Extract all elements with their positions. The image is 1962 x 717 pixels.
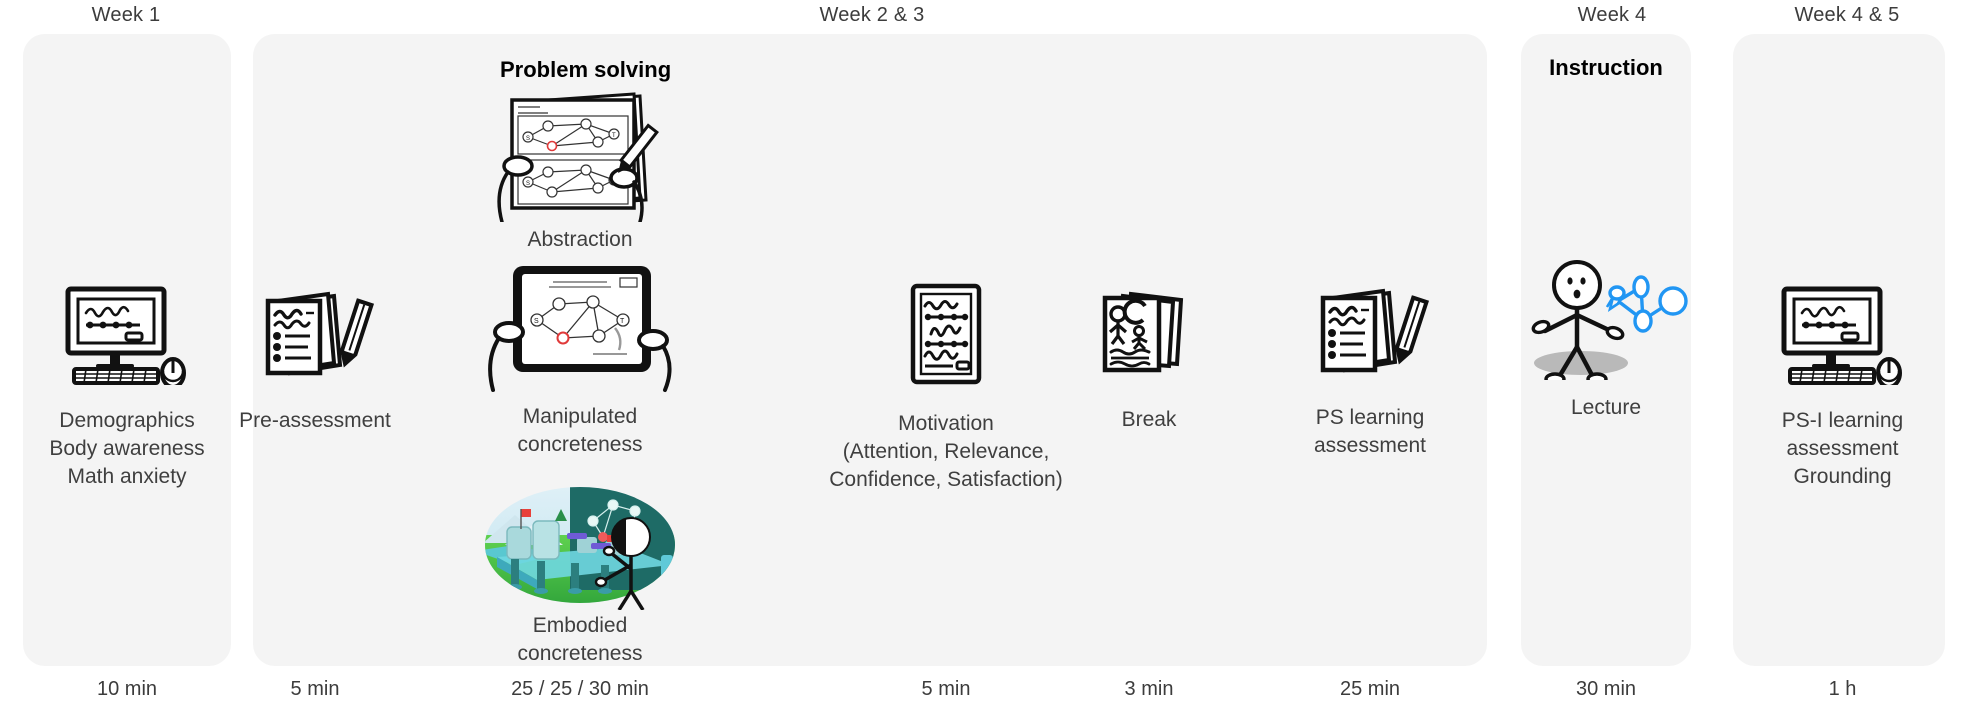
phase-label-embodied: Embodied concreteness [517,614,643,665]
week-header-3: Week 4 [1577,4,1647,26]
phase-label-ps-i-learning: PS-I learning assessment Grounding [1781,409,1904,488]
phase-abstraction: S T S T Abstracti [480,82,680,254]
svg-text:S: S [526,181,530,187]
svg-text:S: S [534,318,539,325]
duration-motivation: 5 min [921,678,971,700]
lecturer-stick-figure-icon [1531,260,1688,380]
papers-pencil-icon [1320,288,1430,373]
panel-week-4 [1521,34,1691,666]
duration-ps-learning: 25 min [1339,678,1401,700]
survey-form-icon [910,283,982,385]
duration-pre-assessment: 5 min [290,678,340,700]
paper-graphs-hands-icon: S T S T [497,92,659,222]
phase-demographics: Demographics Body awareness Math anxiety [27,285,227,491]
heading-instruction: Instruction [1549,55,1663,80]
week-header-2: Week 2 & 3 [819,4,925,26]
duration-break: 3 min [1124,678,1174,700]
svg-text:T: T [620,318,625,325]
phase-pre-assessment: Pre-assessment [215,285,415,435]
week-header-1: Week 1 [91,4,161,26]
phase-break: Break [1049,282,1249,434]
phase-label-ps-learning: PS learning assessment [1313,406,1427,457]
week-header-4: Week 4 & 5 [1794,4,1900,26]
desktop-computer-icon [65,286,186,385]
papers-pencil-icon [265,291,375,376]
phase-embodied-concreteness: Embodied concreteness [470,485,690,668]
magazine-stack-icon [1102,291,1184,373]
desktop-computer-icon [1781,286,1902,385]
phase-label-break: Break [1121,408,1177,431]
phase-motivation: Motivation (Attention, Relevance, Confid… [796,282,1096,494]
phase-manipulated-concreteness: S T Manipulated concreteness [470,262,690,459]
phase-label-motivation: Motivation (Attention, Relevance, Confid… [829,412,1063,491]
svg-text:S: S [526,136,530,142]
heading-problem-solving: Problem solving [500,57,672,82]
duration-lecture: 30 min [1575,678,1637,700]
phase-label-abstraction: Abstraction [527,228,633,251]
duration-ps-i-learning: 1 h [1828,678,1857,700]
svg-text:T: T [612,133,616,139]
vr-scene-icon [485,487,675,610]
panel-week-2-3 [253,34,1487,666]
phase-label-manipulated: Manipulated concreteness [517,405,643,456]
phase-label-pre-assessment: Pre-assessment [239,409,391,432]
phase-lecture: Lecture [1506,255,1706,422]
phase-label-lecture: Lecture [1570,396,1642,419]
phase-ps-learning-assessment: PS learning assessment [1270,282,1470,460]
phase-label-demographics: Demographics Body awareness Math anxiety [49,409,205,488]
phase-ps-i-learning-assessment: PS-I learning assessment Grounding [1745,285,1940,491]
duration-demographics: 10 min [96,678,158,700]
duration-concreteness: 25 / 25 / 30 min [511,678,649,700]
tablet-network-icon: S T [488,266,672,392]
